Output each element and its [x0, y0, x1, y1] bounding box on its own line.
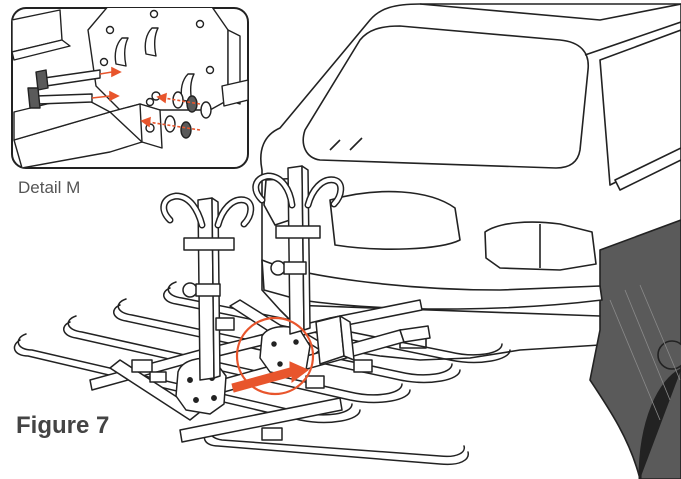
detail-callout-circle: [235, 316, 315, 396]
figure-caption: Figure 7: [16, 412, 110, 439]
detail-caption: Detail M: [18, 178, 81, 197]
detail-inset: [11, 7, 249, 169]
wheel-trays: [13, 281, 511, 466]
car-illustration: [260, 3, 681, 479]
